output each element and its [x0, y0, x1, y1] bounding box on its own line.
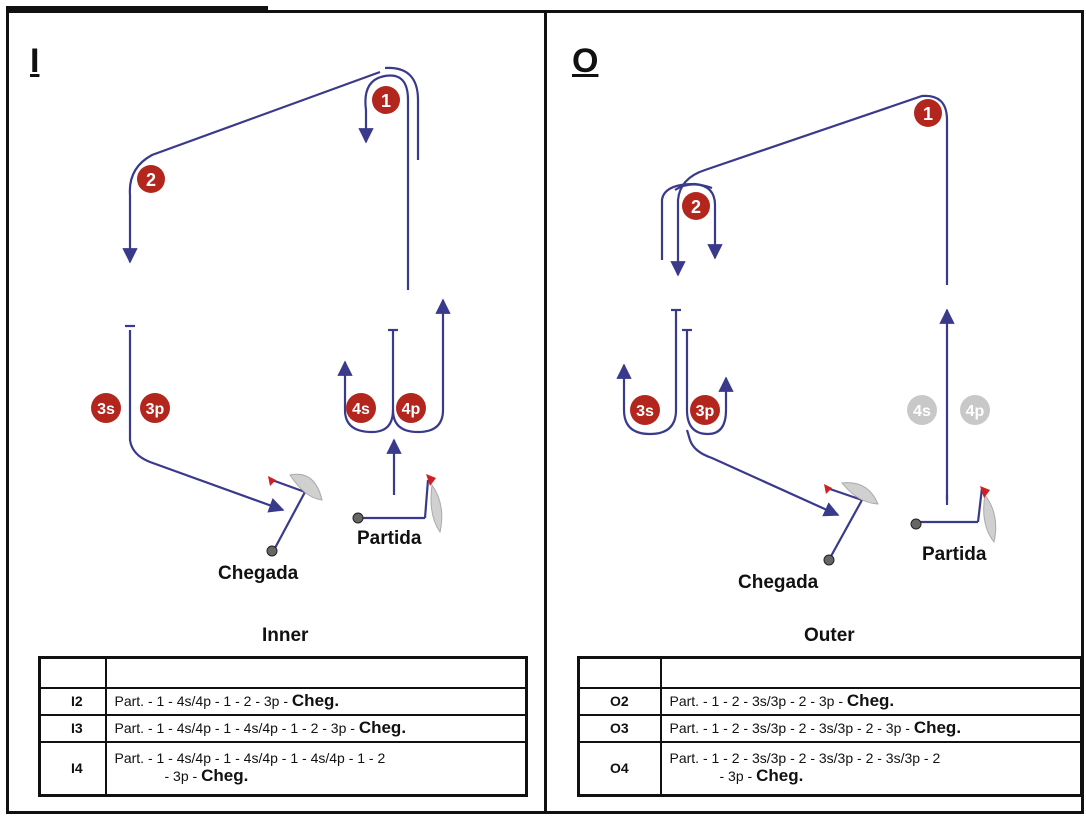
- row-sequence: Part. - 1 - 4s/4p - 1 - 4s/4p - 1 - 2 - …: [104, 713, 527, 743]
- inner-leg-gate4-start: [337, 330, 395, 434]
- inner-start-flag: [426, 474, 436, 486]
- row-sequence: Part. - 1 - 4s/4p - 1 - 4s/4p - 1 - 4s/4…: [104, 740, 527, 797]
- outer-mark-3p: [690, 395, 720, 425]
- outer-leg-1-return: [670, 94, 949, 285]
- outer-finish-top: [826, 486, 863, 502]
- outer-leg-gate3-left: [616, 310, 678, 436]
- outer-course-lines: [616, 94, 984, 559]
- row-code: O3: [577, 713, 662, 743]
- outer-finish-label: Chegada: [738, 572, 819, 593]
- outer-table-title: Outer: [804, 625, 855, 646]
- inner-leg-3-to-finish: [128, 330, 285, 513]
- outer-start-boat: [983, 493, 997, 544]
- inner-marks: 1 2 3s 3p 4s 4p: [91, 86, 426, 423]
- inner-finish-top: [271, 478, 306, 494]
- inner-finish-buoy: [266, 545, 278, 557]
- inner-panel-letter: I: [30, 42, 40, 80]
- outer-leg-3-to-finish: [685, 429, 840, 517]
- inner-mark-3p: [140, 393, 170, 423]
- table-row: O3 Part. - 1 - 2 - 3s/3p - 2 - 3s/3p - 2…: [577, 713, 1082, 743]
- outer-leg-2-inner: [674, 183, 713, 191]
- panel-divider: [544, 10, 547, 814]
- inner-finish-flag: [268, 476, 276, 486]
- inner-mark-2-label: 2: [146, 170, 156, 190]
- inner-leg-1-to-2: [122, 70, 381, 264]
- inner-mark-3s: [91, 393, 121, 423]
- inner-header-code: [38, 656, 107, 689]
- outer-mark-1-label: 1: [923, 104, 933, 124]
- top-border-accent: [6, 6, 268, 11]
- outer-mark-4s: [907, 395, 937, 425]
- inner-course-lines: [122, 66, 451, 549]
- inner-mark-4p: [396, 393, 426, 423]
- row-sequence: Part. - 1 - 2 - 3s/3p - 2 - 3s/3p - 2 - …: [659, 740, 1082, 797]
- row-sequence: Part. - 1 - 4s/4p - 1 - 2 - 3p - Cheg.: [104, 686, 527, 716]
- row-code: I3: [38, 713, 107, 743]
- outer-finish-boat: [841, 482, 879, 505]
- outer-mark-1: [914, 99, 942, 127]
- row-code: O2: [577, 686, 662, 716]
- inner-finish-line: [274, 491, 306, 549]
- outer-mark-3p-label: 3p: [696, 403, 715, 420]
- outer-finish-flag: [824, 484, 832, 494]
- inner-mark-4p-label: 4p: [402, 401, 421, 418]
- table-row: O4 Part. - 1 - 2 - 3s/3p - 2 - 3s/3p - 2…: [577, 740, 1082, 797]
- table-row: I2 Part. - 1 - 4s/4p - 1 - 2 - 3p - Cheg…: [38, 686, 527, 716]
- inner-sequence-table: I2 Part. - 1 - 4s/4p - 1 - 2 - 3p - Cheg…: [38, 656, 528, 797]
- outer-table-header-row: [577, 656, 1082, 689]
- outer-panel-letter: O: [572, 42, 599, 80]
- table-row: I3 Part. - 1 - 4s/4p - 1 - 4s/4p - 1 - 2…: [38, 713, 527, 743]
- inner-mark-2: [137, 165, 165, 193]
- inner-mark-3p-label: 3p: [146, 401, 165, 418]
- inner-leg-gate4-port: [391, 298, 451, 434]
- outer-mark-4p: [960, 395, 990, 425]
- outer-finish-line: [829, 499, 863, 559]
- row-code: I4: [38, 740, 107, 797]
- inner-finish-label: Chegada: [218, 563, 299, 584]
- row-code: I2: [38, 686, 107, 716]
- row-sequence: Part. - 1 - 2 - 3s/3p - 2 - 3p - Cheg.: [659, 686, 1082, 716]
- outer-start-pole: [976, 487, 984, 523]
- inner-start-boat: [430, 483, 443, 534]
- inner-mark-1: [372, 86, 400, 114]
- inner-finish-boat: [289, 473, 323, 501]
- inner-table-header-row: [38, 656, 527, 689]
- outer-header-sequence: [659, 656, 1082, 689]
- inner-start-label: Partida: [357, 528, 422, 549]
- inner-header-sequence: [104, 656, 527, 689]
- outer-marks: 1 2 3s 3p 4s 4p: [630, 99, 990, 425]
- outer-sequence-table: O2 Part. - 1 - 2 - 3s/3p - 2 - 3p - Cheg…: [577, 656, 1083, 797]
- inner-mark-4s-label: 4s: [352, 401, 370, 418]
- table-row: I4 Part. - 1 - 4s/4p - 1 - 4s/4p - 1 - 4…: [38, 740, 527, 797]
- outer-finish-buoy: [823, 554, 835, 566]
- outer-mark-3s-label: 3s: [636, 403, 654, 420]
- outer-mark-2-label: 2: [691, 197, 701, 217]
- outer-mark-2: [682, 192, 710, 220]
- inner-table-title: Inner: [262, 625, 309, 646]
- inner-start-buoy: [352, 512, 364, 524]
- inner-mark-1-label: 1: [381, 91, 391, 111]
- inner-start-pole: [423, 479, 430, 519]
- table-row: O2 Part. - 1 - 2 - 3s/3p - 2 - 3p - Cheg…: [577, 686, 1082, 716]
- boat-shapes: [289, 473, 997, 544]
- buoys: [266, 512, 922, 566]
- outer-start-buoy: [910, 518, 922, 530]
- inner-leg-start-to-1: [358, 74, 410, 290]
- inner-leg-outer-rounding-1: [384, 66, 420, 160]
- outer-start-flag: [980, 486, 990, 498]
- inner-mark-4s: [346, 393, 376, 423]
- outer-mark-4p-label: 4p: [966, 403, 985, 420]
- outer-mark-4s-label: 4s: [913, 403, 931, 420]
- outer-header-code: [577, 656, 662, 689]
- outer-start-label: Partida: [922, 544, 987, 565]
- outer-mark-3s: [630, 395, 660, 425]
- outer-leg-gate3-right: [685, 330, 734, 436]
- row-code: O4: [577, 740, 662, 797]
- row-sequence: Part. - 1 - 2 - 3s/3p - 2 - 3s/3p - 2 - …: [659, 713, 1082, 743]
- flags: [268, 474, 990, 498]
- inner-mark-3s-label: 3s: [97, 401, 115, 418]
